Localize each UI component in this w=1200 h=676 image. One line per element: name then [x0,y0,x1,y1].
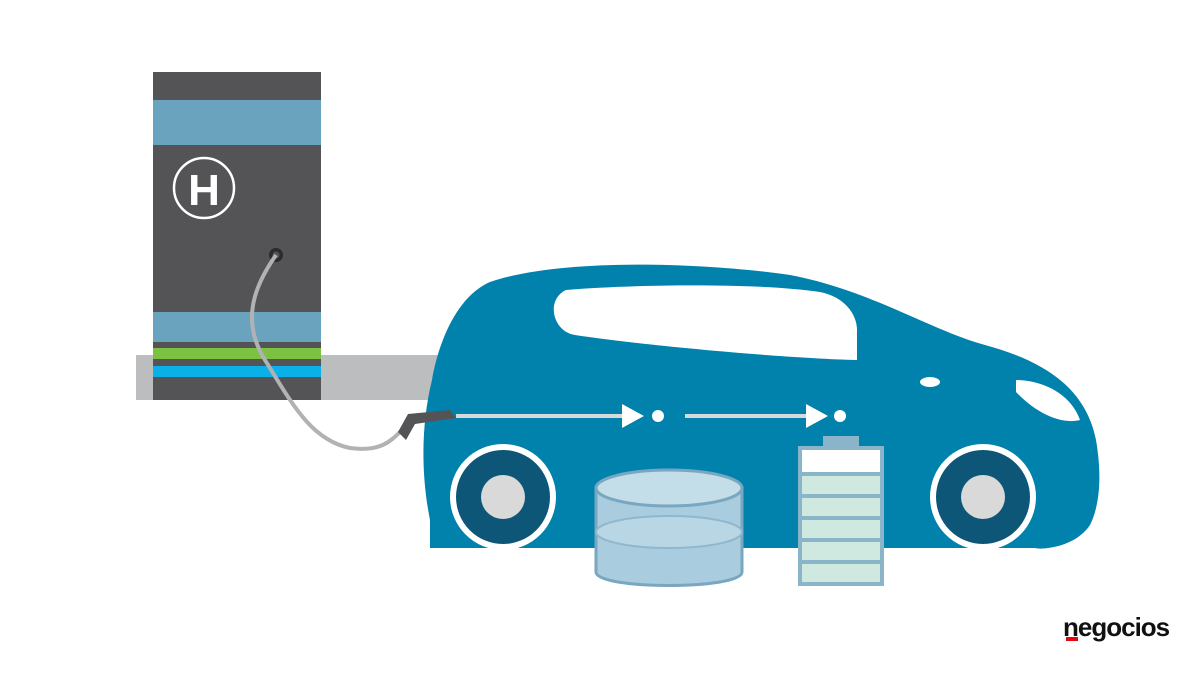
car [423,264,1100,550]
station-blue-stripe [153,366,321,377]
car-window [553,285,858,360]
flow-arrow-2 [806,404,828,428]
battery [798,436,884,586]
headlight [1016,380,1080,422]
flow-dot-2 [834,410,846,422]
energy-flow [456,404,846,428]
hydrogen-tank [594,468,744,587]
front-wheel [930,444,1036,550]
hydrogen-icon: H [172,156,236,220]
side-mirror [920,377,940,387]
fuel-hose [250,253,404,451]
logo-accent-bar [1066,637,1078,641]
hydrogen-symbol: H [188,166,220,215]
station-top-band [153,100,321,145]
negocios-logo: negocios [1063,612,1170,642]
station-bottom-band [153,312,321,342]
rear-wheel [450,444,556,550]
flow-arrow-1 [622,404,644,428]
station-green-stripe [153,348,321,359]
fuel-nozzle [398,410,456,440]
hydrogen-station: H [153,72,321,400]
flow-dot-1 [652,410,664,422]
